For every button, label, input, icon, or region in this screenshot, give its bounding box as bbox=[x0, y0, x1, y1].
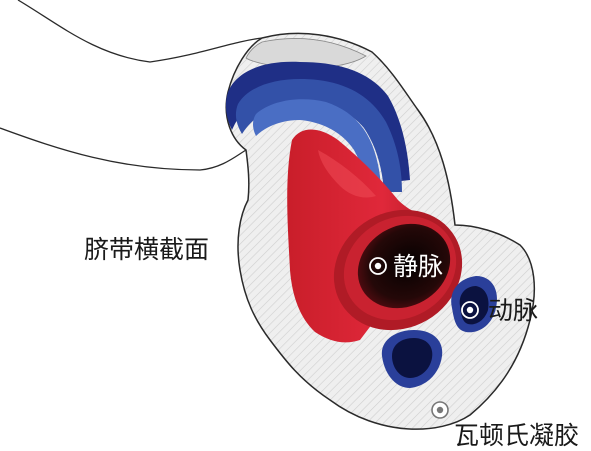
cross-section-label: 脐带横截面 bbox=[84, 235, 210, 264]
artery-band-light bbox=[253, 99, 381, 200]
vein-group bbox=[287, 129, 463, 343]
vein-tube-highlight bbox=[318, 150, 376, 198]
wharton-jelly-label: 瓦顿氏凝胶 bbox=[454, 421, 580, 450]
artery-lower-lumen bbox=[392, 338, 433, 378]
vein-marker bbox=[369, 257, 387, 275]
vein-lumen bbox=[357, 223, 451, 309]
wharton-jelly-marker bbox=[431, 401, 449, 419]
artery-lower bbox=[381, 330, 443, 388]
vein-label: 静脉 bbox=[393, 252, 444, 281]
cord-tail-outline-upper bbox=[17, 0, 263, 63]
artery-right-lumen bbox=[459, 286, 489, 325]
cord-tail-outline-lower bbox=[0, 127, 247, 171]
artery-marker bbox=[461, 301, 479, 319]
artery-label: 动脉 bbox=[488, 296, 539, 325]
artery-band-mid bbox=[235, 79, 402, 192]
twisting-artery bbox=[225, 61, 410, 200]
